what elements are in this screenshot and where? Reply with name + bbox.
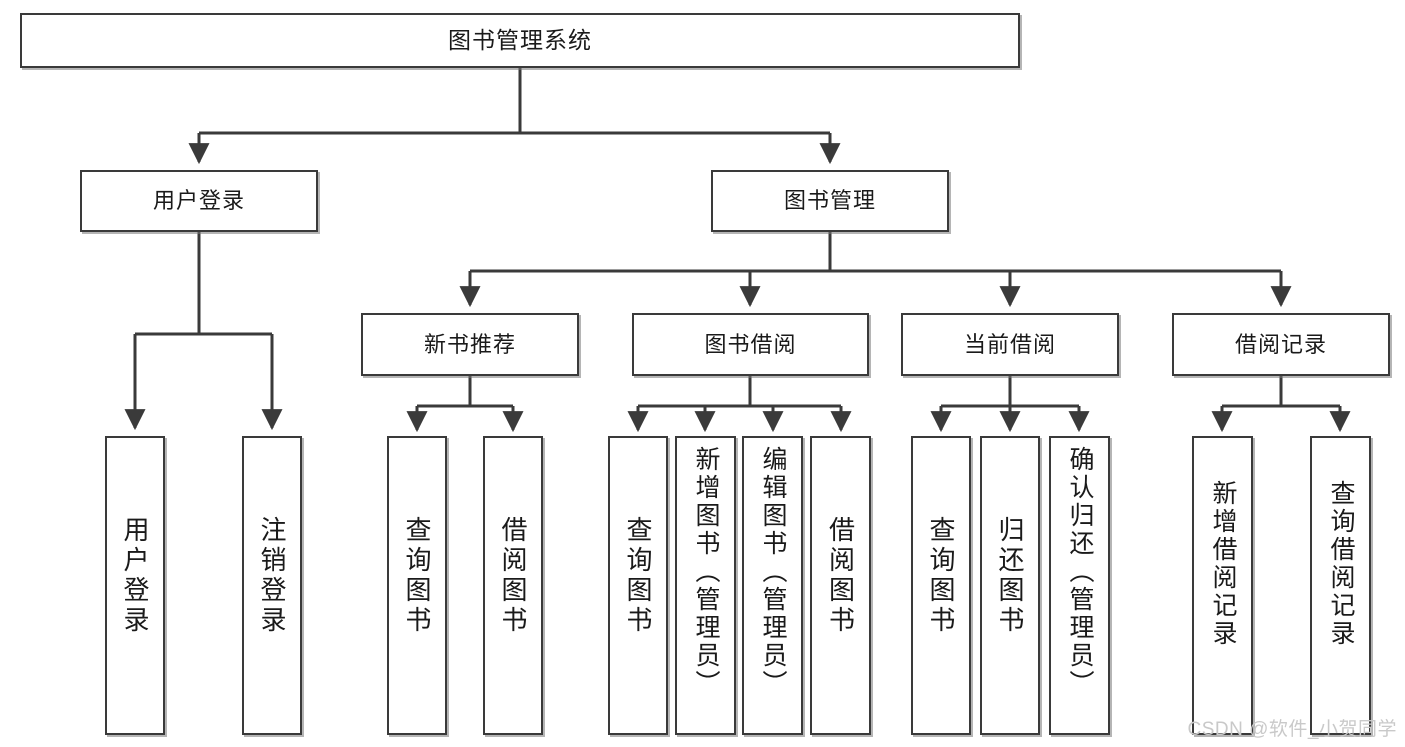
leaf-query-book-1-label: 查询图书 (402, 516, 432, 636)
node-user-login-label: 用户登录 (152, 188, 245, 214)
node-new-book-recommend-label: 新书推荐 (423, 331, 516, 357)
leaf-add-book-label: 新增图书（管理员） (692, 446, 720, 698)
leaf-query-record-label: 查询借阅记录 (1327, 480, 1355, 648)
node-book-borrow[interactable]: 图书借阅 (632, 313, 869, 376)
node-user-login[interactable]: 用户登录 (80, 170, 318, 232)
leaf-borrow-book-1-label: 借阅图书 (498, 516, 528, 636)
node-book-manage[interactable]: 图书管理 (711, 170, 949, 232)
node-borrow-record[interactable]: 借阅记录 (1172, 313, 1390, 376)
leaf-query-book-2[interactable]: 查询图书 (608, 436, 668, 735)
leaf-confirm-return[interactable]: 确认归还（管理员） (1049, 436, 1110, 735)
leaf-user-login-label: 用户登录 (120, 516, 150, 636)
leaf-user-login[interactable]: 用户登录 (105, 436, 165, 735)
leaf-return-book-label: 归还图书 (995, 516, 1025, 636)
node-root[interactable]: 图书管理系统 (20, 13, 1020, 68)
node-current-borrow[interactable]: 当前借阅 (901, 313, 1119, 376)
node-current-borrow-label: 当前借阅 (963, 331, 1056, 357)
leaf-user-logout-label: 注销登录 (257, 516, 287, 636)
leaf-edit-book-label: 编辑图书（管理员） (759, 446, 787, 698)
leaf-borrow-book-2-label: 借阅图书 (825, 516, 856, 636)
leaf-borrow-book-2[interactable]: 借阅图书 (810, 436, 871, 735)
node-borrow-record-label: 借阅记录 (1234, 331, 1327, 357)
leaf-add-record[interactable]: 新增借阅记录 (1192, 436, 1253, 735)
node-book-borrow-label: 图书借阅 (704, 331, 797, 357)
leaf-query-book-2-label: 查询图书 (623, 516, 653, 636)
leaf-confirm-return-label: 确认归还（管理员） (1066, 446, 1094, 698)
leaf-query-record[interactable]: 查询借阅记录 (1310, 436, 1371, 735)
leaf-user-logout[interactable]: 注销登录 (242, 436, 302, 735)
leaf-add-record-label: 新增借阅记录 (1209, 480, 1237, 648)
node-book-manage-label: 图书管理 (783, 188, 876, 214)
node-new-book-recommend[interactable]: 新书推荐 (361, 313, 579, 376)
leaf-query-book-3-label: 查询图书 (926, 516, 956, 636)
leaf-edit-book[interactable]: 编辑图书（管理员） (742, 436, 803, 735)
node-root-label: 图书管理系统 (448, 27, 592, 54)
leaf-query-book-1[interactable]: 查询图书 (387, 436, 447, 735)
leaf-return-book[interactable]: 归还图书 (980, 436, 1040, 735)
leaf-add-book[interactable]: 新增图书（管理员） (675, 436, 736, 735)
leaf-borrow-book-1[interactable]: 借阅图书 (483, 436, 543, 735)
leaf-query-book-3[interactable]: 查询图书 (911, 436, 971, 735)
